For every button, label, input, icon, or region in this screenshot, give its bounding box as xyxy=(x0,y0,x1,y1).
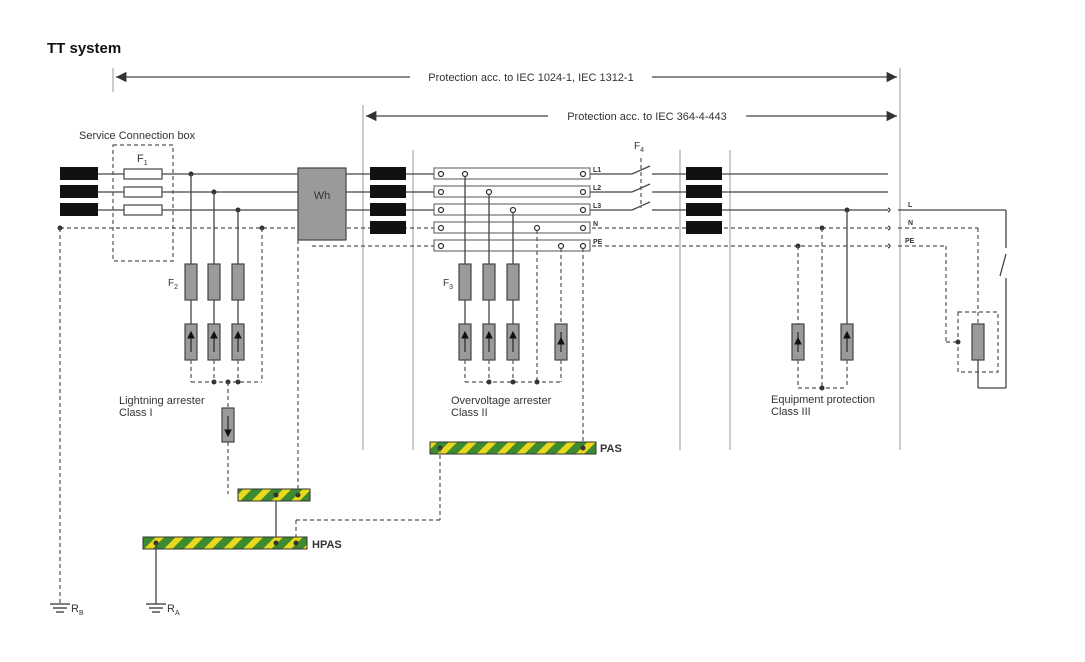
zone-separators xyxy=(112,68,901,450)
overvoltage-arrester-label: Overvoltage arrester Class II xyxy=(451,395,554,419)
protection-range-2: Protection acc. to IEC 364-4-443 xyxy=(366,110,897,123)
protection-range-1: Protection acc. to IEC 1024-1, IEC 1312-… xyxy=(116,71,897,84)
rail-label-pe: PE xyxy=(593,239,603,246)
rail-label-l3: L3 xyxy=(593,203,601,210)
lightning-arrester-section: F2 Lightning arrester Class I xyxy=(57,171,265,494)
rail-label-l1: L1 xyxy=(593,167,601,174)
intermediate-busbar xyxy=(237,240,311,537)
pas-label: PAS xyxy=(600,443,622,455)
service-box-label: Service Connection box xyxy=(79,130,196,142)
output-terminals: L N PE xyxy=(887,202,1007,389)
protection-range-1-label: Protection acc. to IEC 1024-1, IEC 1312-… xyxy=(428,72,633,84)
hpas-label: HPAS xyxy=(312,539,342,551)
earth-rb: RB xyxy=(50,228,84,617)
overvoltage-arrester-section: F3 Overvoltage arrester Class II xyxy=(443,170,584,442)
fuse-f3-label: F3 xyxy=(443,278,453,291)
cable-blocks xyxy=(60,167,722,234)
output-label-n: N xyxy=(908,220,913,227)
distribution-rails: L1 L2 L3 N PE xyxy=(433,167,603,252)
rail-label-l2: L2 xyxy=(593,185,601,192)
earth-rb-label: RB xyxy=(71,603,84,617)
service-connection-box: Service Connection box F1 xyxy=(79,130,196,262)
output-label-l: L xyxy=(908,202,913,209)
equipment-protection-section: Equipment protection Class III xyxy=(771,207,878,418)
output-label-pe: PE xyxy=(905,238,915,245)
earth-ra-label: RA xyxy=(167,603,180,617)
energy-meter: Wh xyxy=(297,167,347,241)
pas-busbar: PAS xyxy=(295,441,622,542)
switch-f4: F4 xyxy=(631,141,651,211)
diagram-title: TT system xyxy=(47,40,121,57)
fuse-f2-label: F2 xyxy=(168,278,178,291)
equipment-protection-label: Equipment protection Class III xyxy=(771,394,878,418)
rail-label-n: N xyxy=(593,221,598,228)
hpas-busbar: HPAS xyxy=(142,536,342,551)
switch-f4-label: F4 xyxy=(634,141,644,154)
earth-ra: RA xyxy=(146,543,180,617)
protection-range-2-label: Protection acc. to IEC 364-4-443 xyxy=(567,111,727,123)
meter-label: Wh xyxy=(314,190,331,202)
lightning-arrester-label: Lightning arrester Class I xyxy=(119,395,208,419)
fuse-f1-label: F1 xyxy=(137,153,148,167)
